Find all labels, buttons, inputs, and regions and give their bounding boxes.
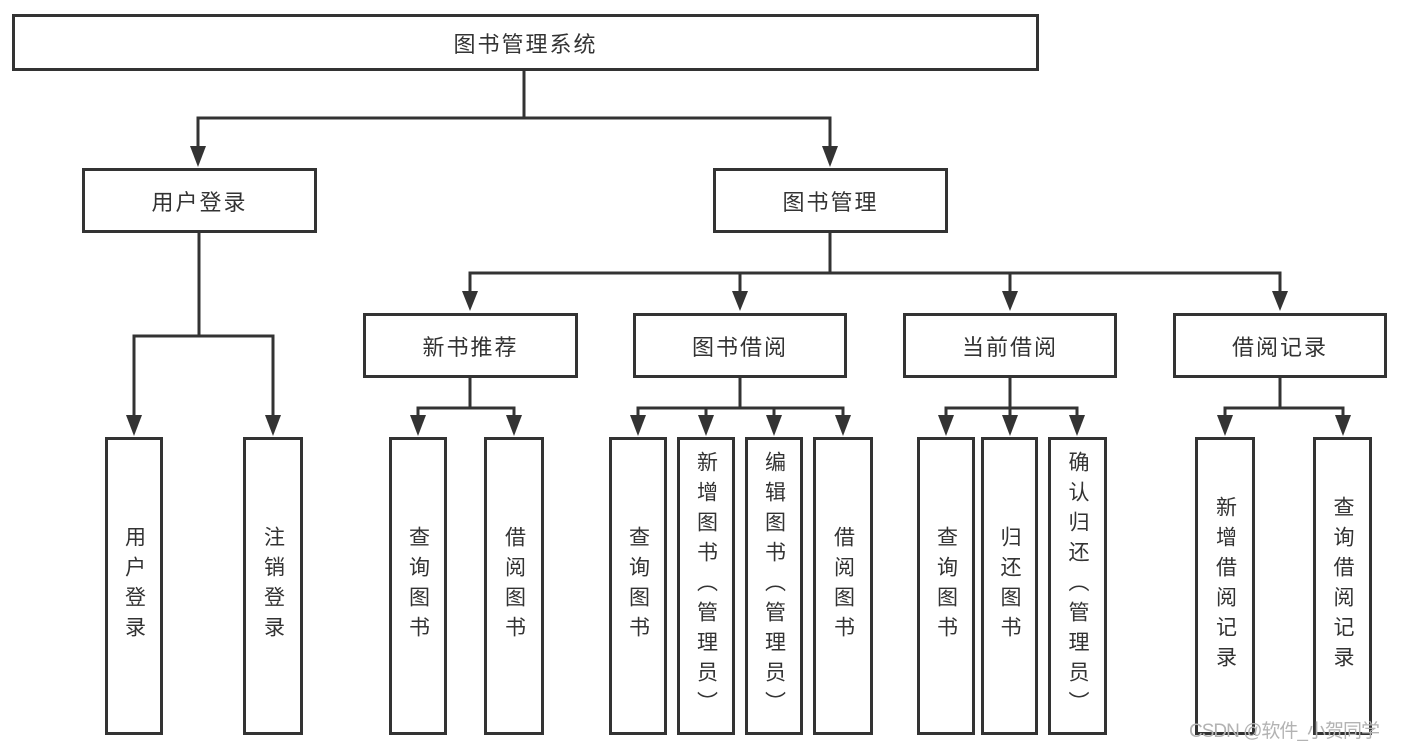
arrowhead	[190, 146, 206, 167]
node-user-login: 用户登录	[82, 168, 317, 233]
leaf-add-books-admin: 新增图书（管理员）	[677, 437, 735, 735]
arrowhead	[822, 146, 838, 167]
arrowhead	[1217, 415, 1233, 436]
leaf-edit-books-admin: 编辑图书（管理员）	[745, 437, 803, 735]
leaf-borrow-books-1: 借阅图书	[484, 437, 544, 735]
node-borrow-records-label: 借阅记录	[1231, 334, 1328, 360]
leaf-user-login-label: 用户登录	[122, 526, 146, 646]
node-borrow-records: 借阅记录	[1173, 313, 1387, 378]
leaf-query-borrow-record: 查询借阅记录	[1313, 437, 1372, 735]
arrowhead	[1002, 291, 1018, 311]
arrowhead	[506, 415, 522, 436]
leaf-query-books-3: 查询图书	[917, 437, 975, 735]
leaf-query-borrow-record-label: 查询借阅记录	[1331, 496, 1355, 676]
leaf-logout-label: 注销登录	[261, 526, 285, 646]
leaf-query-books-1: 查询图书	[389, 437, 447, 735]
leaf-return-books-label: 归还图书	[998, 526, 1022, 646]
arrowhead	[462, 291, 478, 311]
node-root-label: 图书管理系统	[453, 31, 598, 57]
arrowhead	[835, 415, 851, 436]
leaf-add-borrow-record-label: 新增借阅记录	[1213, 496, 1237, 676]
node-new-book-rec: 新书推荐	[363, 313, 578, 378]
node-book-borrow-label: 图书借阅	[691, 334, 788, 360]
csdn-watermark: CSDN @软件_小贺同学	[1189, 721, 1380, 742]
node-book-mgmt: 图书管理	[713, 168, 948, 233]
node-current-borrow-label: 当前借阅	[961, 334, 1058, 360]
node-book-mgmt-label: 图书管理	[782, 189, 879, 215]
arrowhead	[766, 415, 782, 436]
node-new-book-rec-label: 新书推荐	[422, 334, 519, 360]
node-user-login-label: 用户登录	[151, 189, 248, 215]
leaf-query-books-2: 查询图书	[609, 437, 667, 735]
leaf-edit-books-admin-label: 编辑图书（管理员）	[762, 451, 786, 721]
leaf-borrow-books-1-label: 借阅图书	[502, 526, 526, 646]
arrowhead	[1002, 415, 1018, 436]
leaf-return-books: 归还图书	[981, 437, 1038, 735]
leaf-query-books-3-label: 查询图书	[934, 526, 958, 646]
arrowhead	[938, 415, 954, 436]
leaf-query-books-2-label: 查询图书	[626, 526, 650, 646]
node-current-borrow: 当前借阅	[903, 313, 1117, 378]
leaf-borrow-books-2-label: 借阅图书	[831, 526, 855, 646]
arrowhead	[698, 415, 714, 436]
leaf-add-borrow-record: 新增借阅记录	[1195, 437, 1255, 735]
leaf-user-login: 用户登录	[105, 437, 163, 735]
arrowhead	[732, 291, 748, 311]
leaf-confirm-return-admin: 确认归还（管理员）	[1048, 437, 1107, 735]
leaf-confirm-return-admin-label: 确认归还（管理员）	[1066, 451, 1090, 721]
arrowhead	[410, 415, 426, 436]
arrowhead	[630, 415, 646, 436]
arrowhead	[1335, 415, 1351, 436]
node-book-borrow: 图书借阅	[633, 313, 847, 378]
leaf-add-books-admin-label: 新增图书（管理员）	[694, 451, 718, 721]
leaf-borrow-books-2: 借阅图书	[813, 437, 873, 735]
arrowhead	[126, 415, 142, 436]
node-root: 图书管理系统	[12, 14, 1039, 71]
leaf-query-books-1-label: 查询图书	[406, 526, 430, 646]
arrowhead	[265, 415, 281, 436]
arrowhead	[1069, 415, 1085, 436]
arrowhead	[1272, 291, 1288, 311]
leaf-logout: 注销登录	[243, 437, 303, 735]
